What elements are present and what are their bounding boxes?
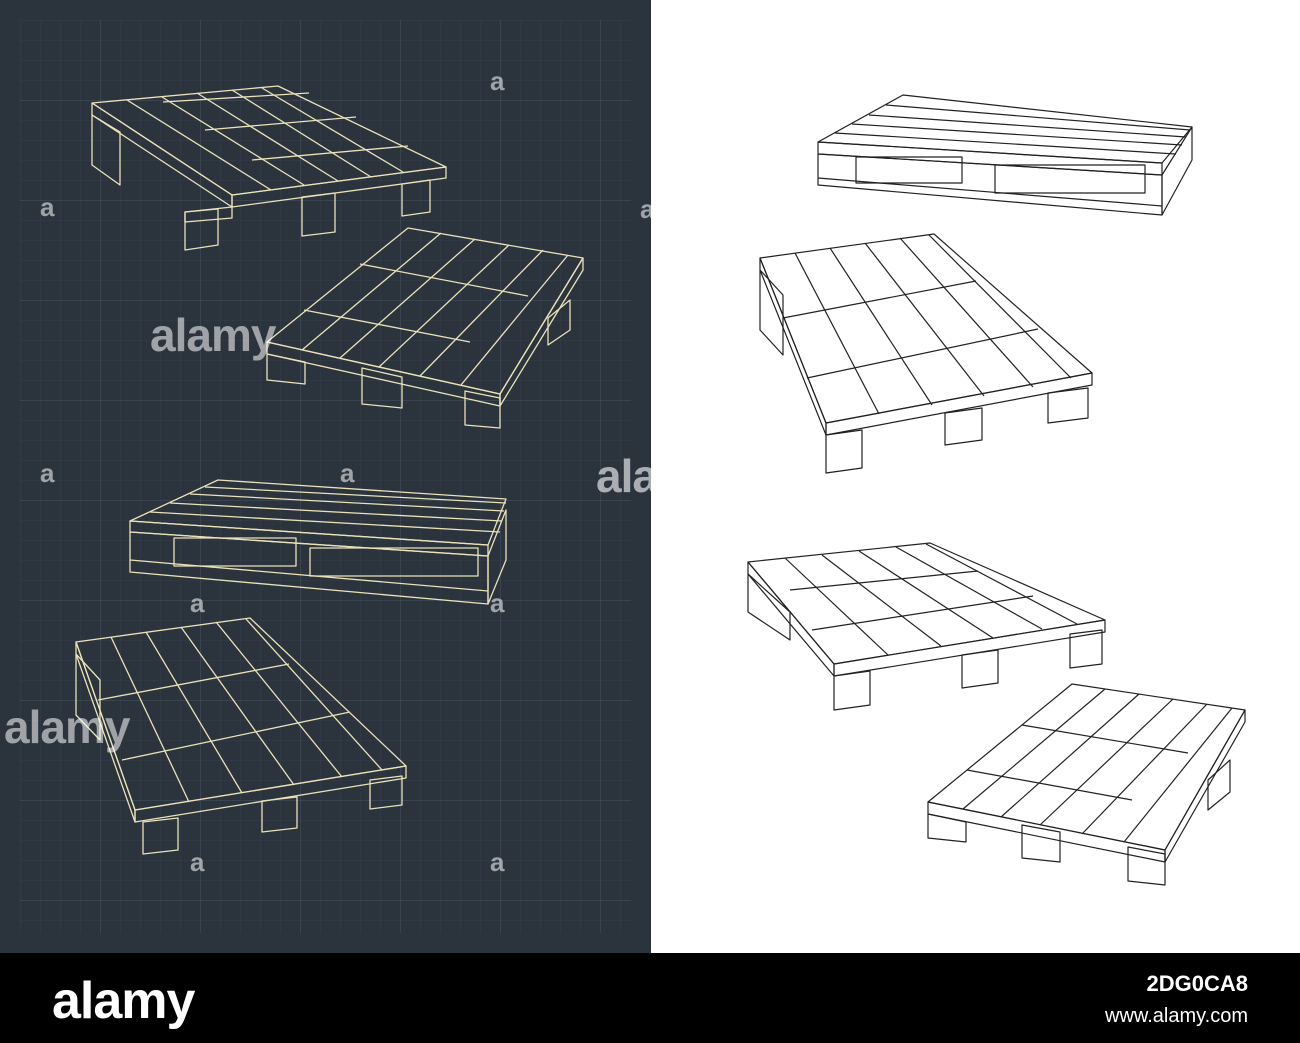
- watermark-logo-mark: a: [640, 194, 655, 224]
- footer-info: 2DG0CA8 www.alamy.com: [1105, 971, 1248, 1028]
- watermark-word-partial: ala: [596, 450, 658, 502]
- watermark-logo-mark: a: [40, 458, 55, 488]
- line-drawing-panel: [651, 0, 1300, 953]
- footer-url-link[interactable]: www.alamy.com: [1105, 1005, 1248, 1027]
- blueprint-pallet-2: [266, 227, 584, 429]
- watermark-logo-mark: a: [190, 588, 205, 618]
- line-pallet-4: [927, 683, 1246, 886]
- watermark-logo-mark: a: [340, 458, 355, 488]
- blueprint-pallet-1: [91, 85, 447, 251]
- blueprint-grid: [20, 20, 631, 933]
- blueprint-pallet-3: [129, 479, 507, 605]
- watermark-logo-mark: a: [40, 192, 55, 222]
- watermark-logo-mark: a: [190, 847, 205, 877]
- blueprint-pallet-4: [75, 617, 407, 855]
- footer-bar: alamy 2DG0CA8 www.alamy.com: [0, 953, 1300, 1043]
- line-pallet-2: [759, 233, 1093, 474]
- watermark-logo-mark: a: [490, 588, 505, 618]
- pallet-drawings: [0, 0, 1300, 953]
- image-id: 2DG0CA8: [1146, 971, 1248, 996]
- footer-logo[interactable]: alamy: [52, 972, 195, 1030]
- watermark-word: alamy: [150, 309, 276, 361]
- watermark-word: alamy: [4, 701, 130, 753]
- watermark-logo-mark: a: [490, 847, 505, 877]
- line-pallet-3: [747, 542, 1106, 711]
- watermark-logo-mark: a: [490, 66, 505, 96]
- line-pallet-1: [817, 94, 1193, 216]
